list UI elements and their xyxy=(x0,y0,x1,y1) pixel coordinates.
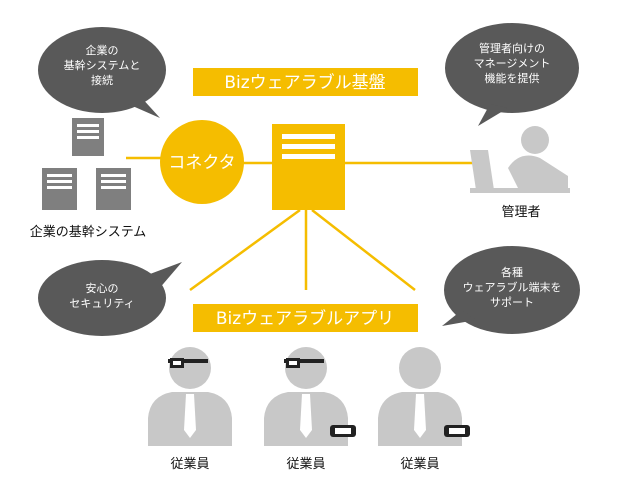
bubble-admin-line-1: 管理者向けの xyxy=(479,41,545,55)
administrator-icon xyxy=(470,126,570,193)
bubble-enterprise-line-1: 企業の xyxy=(86,43,119,57)
connector-node: コネクタ xyxy=(160,120,244,204)
bubble-devices-line-1: 各種 xyxy=(501,265,523,279)
tie-icon xyxy=(300,394,312,438)
bubble-security-line-1: 安心の xyxy=(86,281,119,295)
smartwatch-icon xyxy=(444,425,470,437)
platform-banner-label: Bizウェアラブル基盤 xyxy=(224,72,385,93)
bubble-security-line-2: セキュリティ xyxy=(69,297,134,310)
line-platform-to-apps-right xyxy=(311,209,416,291)
apps-banner-label: Bizウェアラブルアプリ xyxy=(216,308,394,329)
employee-figure-3 xyxy=(378,347,470,446)
tie-icon xyxy=(414,394,426,438)
smart-glasses-icon xyxy=(284,358,324,368)
speech-bubble-enterprise: 企業の 基幹システムと 接続 xyxy=(38,27,166,118)
connection-lines xyxy=(126,156,478,292)
enterprise-servers-icon xyxy=(42,118,131,210)
line-platform-to-apps-left xyxy=(189,208,301,292)
employee-2-label: 従業員 xyxy=(286,456,325,472)
connector-label: コネクタ xyxy=(168,153,235,173)
employee-figure-2 xyxy=(264,347,356,446)
employee-3-label: 従業員 xyxy=(400,456,439,472)
administrator-label: 管理者 xyxy=(501,205,540,220)
speech-bubble-devices: 各種 ウェアラブル端末を サポート xyxy=(442,246,580,334)
employee-1-label: 従業員 xyxy=(170,456,209,472)
bubble-admin-line-3: 機能を提供 xyxy=(485,71,540,85)
bubble-enterprise-line-2: 基幹システムと xyxy=(64,58,141,72)
smart-glasses-icon xyxy=(168,358,208,368)
apps-banner: Bizウェアラブルアプリ xyxy=(193,304,418,332)
bubble-enterprise-line-3: 接続 xyxy=(91,73,113,87)
platform-banner: Bizウェアラブル基盤 xyxy=(193,68,418,96)
employee-figure-1 xyxy=(148,347,232,446)
server-icon xyxy=(72,118,104,156)
bubble-admin-line-2: マネージメント xyxy=(474,57,551,70)
server-icon xyxy=(96,168,131,210)
server-icon xyxy=(42,168,77,210)
platform-server-icon xyxy=(272,124,345,210)
speech-bubble-security: 安心の セキュリティ xyxy=(38,260,182,336)
smartwatch-icon xyxy=(330,425,356,437)
tie-icon xyxy=(184,394,196,438)
enterprise-systems-label: 企業の基幹システム xyxy=(30,224,147,240)
speech-bubble-admin: 管理者向けの マネージメント 機能を提供 xyxy=(445,23,579,126)
bubble-devices-line-2: ウェアラブル端末を xyxy=(463,280,562,294)
bubble-devices-line-3: サポート xyxy=(490,296,534,309)
